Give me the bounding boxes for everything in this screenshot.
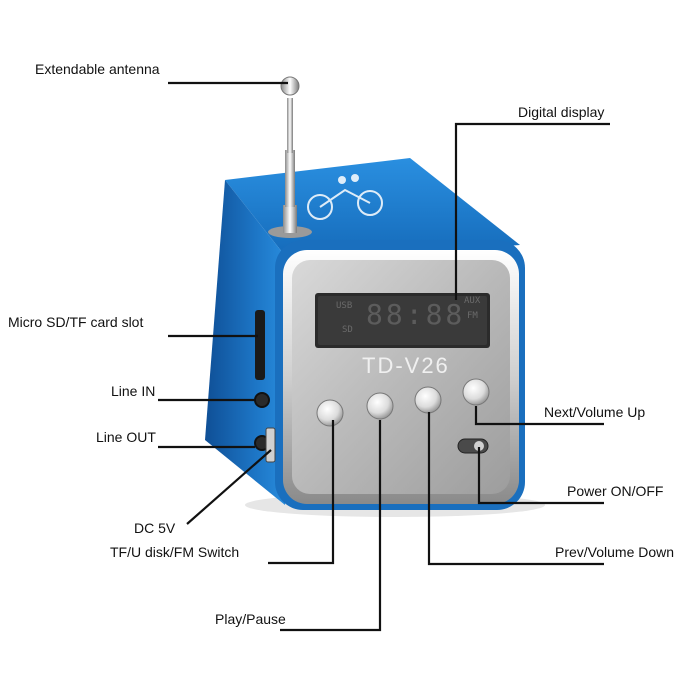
prev-button[interactable] <box>414 386 442 414</box>
line-in-jack <box>254 392 270 408</box>
callout-dc5v: DC 5V <box>134 520 176 536</box>
lcd-fm-indicator: FM <box>467 311 478 321</box>
menu-button[interactable] <box>316 399 344 427</box>
lcd-sd-indicator: SD <box>342 325 353 335</box>
callout-lines <box>158 81 610 632</box>
play-pause-button[interactable] <box>366 392 394 420</box>
callout-play-pause: Play/Pause <box>215 611 286 627</box>
callout-line-in: Line IN <box>111 383 156 399</box>
usb-port <box>265 427 276 463</box>
callout-display: Digital display <box>518 104 605 120</box>
callout-prev-volume-down: Prev/Volume Down <box>555 544 675 560</box>
callout-mode-switch: TF/U disk/FM Switch <box>110 544 240 560</box>
callout-antenna: Extendable antenna <box>35 61 160 77</box>
lcd-aux-indicator: AUX <box>464 296 481 306</box>
antenna <box>268 76 312 238</box>
callout-next-volume-up: Next/Volume Up <box>544 404 646 420</box>
model-label: TD-V26 <box>362 353 450 378</box>
cube-left-face <box>205 180 290 505</box>
next-button[interactable] <box>462 378 490 406</box>
callout-line-out: Line OUT <box>96 429 156 445</box>
lcd-digits: 88:88 <box>366 298 466 331</box>
callout-card-slot: Micro SD/TF card slot <box>8 314 144 330</box>
top-print-graphic <box>307 174 383 220</box>
lcd-usb-indicator: USB <box>336 301 353 311</box>
card-slot <box>255 310 265 380</box>
callout-power: Power ON/OFF <box>567 483 664 499</box>
